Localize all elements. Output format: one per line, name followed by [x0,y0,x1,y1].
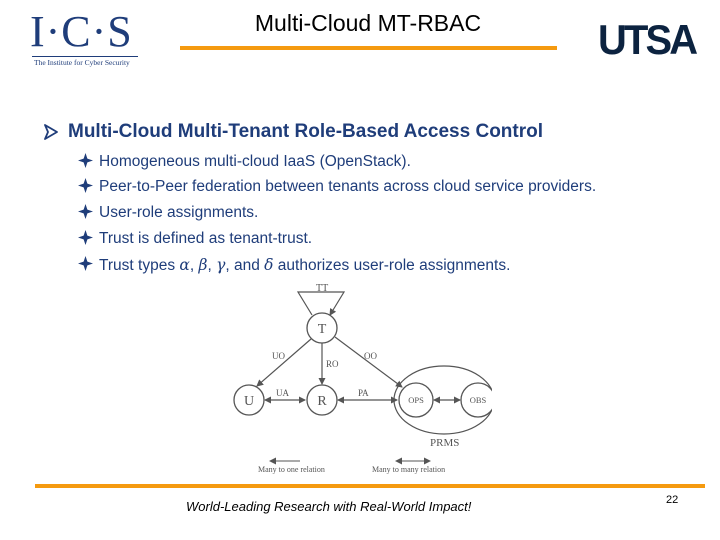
legend-many-to-one: Many to one relation [258,465,325,474]
sub-bullet-text: Trust is defined as tenant-trust. [99,230,313,247]
edge-label-pa: PA [358,388,369,398]
diamond-bullet-icon [78,178,93,193]
separator: , [189,257,199,274]
edge-oo [334,336,403,388]
node-label-t: T [318,322,327,337]
edge-label-tt: TT [316,283,328,294]
utsa-logo: UTSA [598,16,698,63]
node-label-u: U [244,394,254,409]
sub-bullet-text: User-role assignments. [99,204,259,221]
edge-label-uo: UO [272,351,285,361]
group-label-prms: PRMS [430,437,459,449]
tt-loop [296,291,346,316]
sub-bullet-text: Trust types α, β, γ, and δ authorizes us… [99,255,510,276]
slide-title: Multi-Cloud MT-RBAC [254,10,482,36]
mt-rbac-diagram: TT PRMS UO RO OO UA PA T U R OPS OBS Man… [233,283,492,474]
ics-logo-letters: I·C·S [30,7,133,56]
greek-alpha: α [179,256,190,274]
node-obs [460,382,492,418]
ics-logo-tagline: The Institute for Cyber Security [34,58,130,67]
diamond-bullet-icon [78,204,93,219]
node-label-obs: OBS [470,395,487,405]
trust-types-prefix: Trust types [99,257,180,274]
node-r [306,384,338,416]
main-bullet: Multi-Cloud Multi-Tenant Role-Based Acce… [68,121,544,142]
greek-beta: β [198,256,208,274]
footer-tagline: World-Leading Research with Real-World I… [186,499,472,514]
ics-logo-rule [32,56,138,57]
node-t [306,312,338,344]
separator: , [207,257,217,274]
diamond-bullet-icon [78,153,93,168]
greek-delta: δ [264,256,274,274]
trust-types-suffix: authorizes user-role assignments. [273,257,511,274]
legend-many-to-many: Many to many relation [372,465,445,474]
edge-label-ua: UA [276,388,289,398]
ics-logo: I·C·S The Institute for Cyber Security [30,6,150,68]
edge-uo [256,338,312,387]
node-u [233,384,265,416]
node-label-ops: OPS [408,395,424,405]
greek-gamma: γ [216,256,226,274]
title-underline [180,46,557,50]
sub-bullet-text: Peer-to-Peer federation between tenants … [99,178,597,195]
separator: , and [225,257,265,274]
diamond-bullet-icon [78,256,93,271]
node-ops [398,382,434,418]
arrow-bullet-icon [44,124,58,140]
sub-bullet-text: Homogeneous multi-cloud IaaS (OpenStack)… [99,153,411,170]
page-number: 22 [666,494,679,506]
diamond-bullet-icon [78,230,93,245]
edge-label-oo: OO [364,351,377,361]
edge-label-ro: RO [326,359,339,369]
node-label-r: R [317,394,327,409]
footer-rule [35,484,705,488]
